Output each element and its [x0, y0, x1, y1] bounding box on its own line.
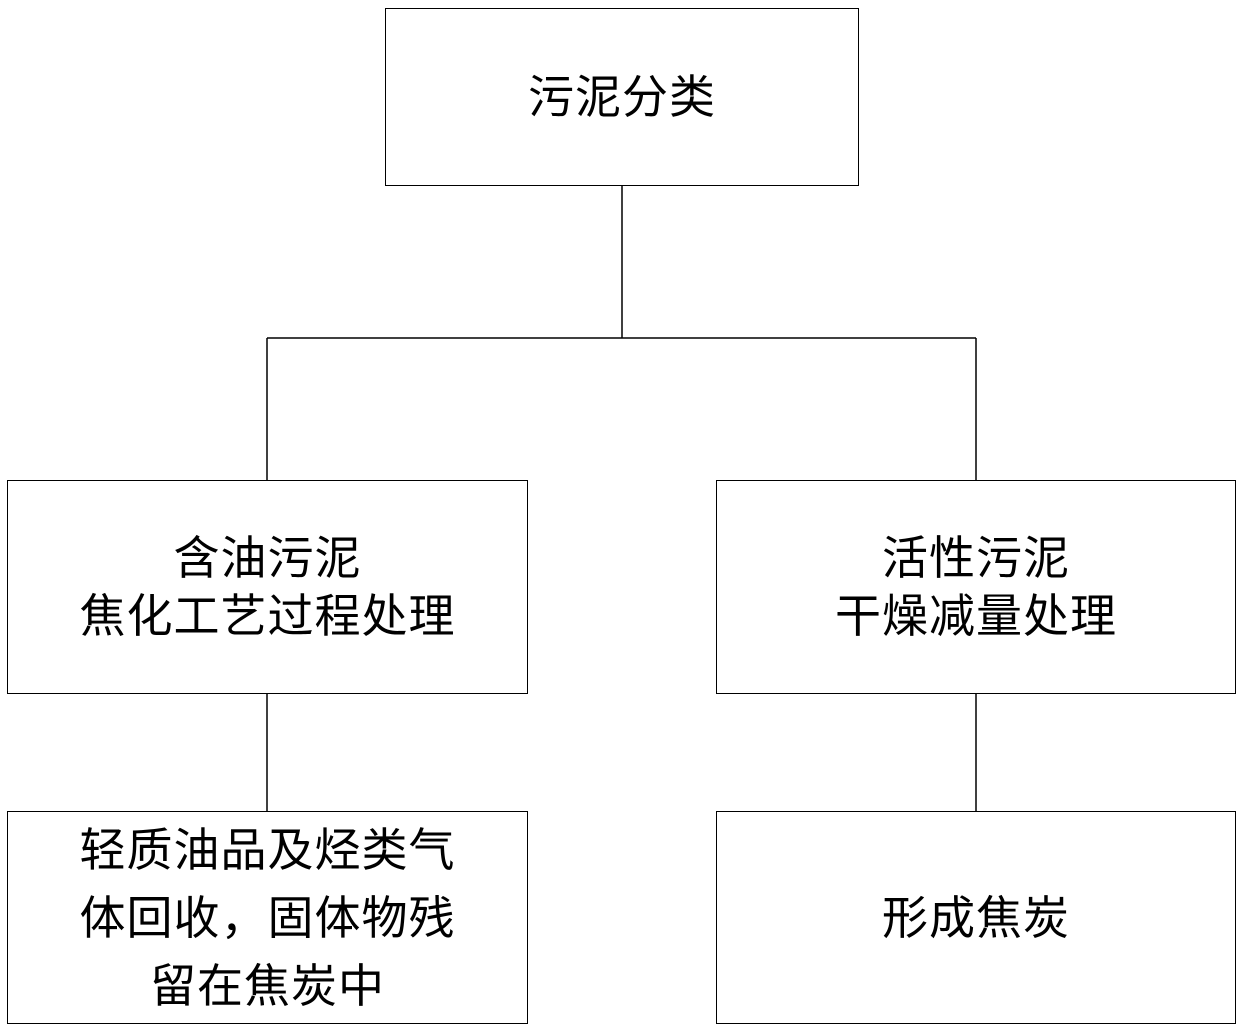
- node-activated-sludge-label: 活性污泥 干燥减量处理: [835, 531, 1117, 643]
- node-oily-sludge-result-label: 轻质油品及烃类气 体回收，固体物残 留在焦炭中: [79, 822, 456, 1013]
- node-activated-sludge-result: 形成焦炭: [716, 811, 1236, 1024]
- node-oily-sludge: 含油污泥 焦化工艺过程处理: [7, 480, 528, 694]
- node-oily-sludge-result: 轻质油品及烃类气 体回收，固体物残 留在焦炭中: [7, 811, 528, 1024]
- node-activated-sludge-result-label: 形成焦炭: [882, 890, 1070, 945]
- node-sludge-classification: 污泥分类: [385, 8, 859, 186]
- node-sludge-classification-label: 污泥分类: [528, 70, 716, 124]
- node-activated-sludge: 活性污泥 干燥减量处理: [716, 480, 1236, 694]
- node-oily-sludge-label: 含油污泥 焦化工艺过程处理: [79, 531, 456, 643]
